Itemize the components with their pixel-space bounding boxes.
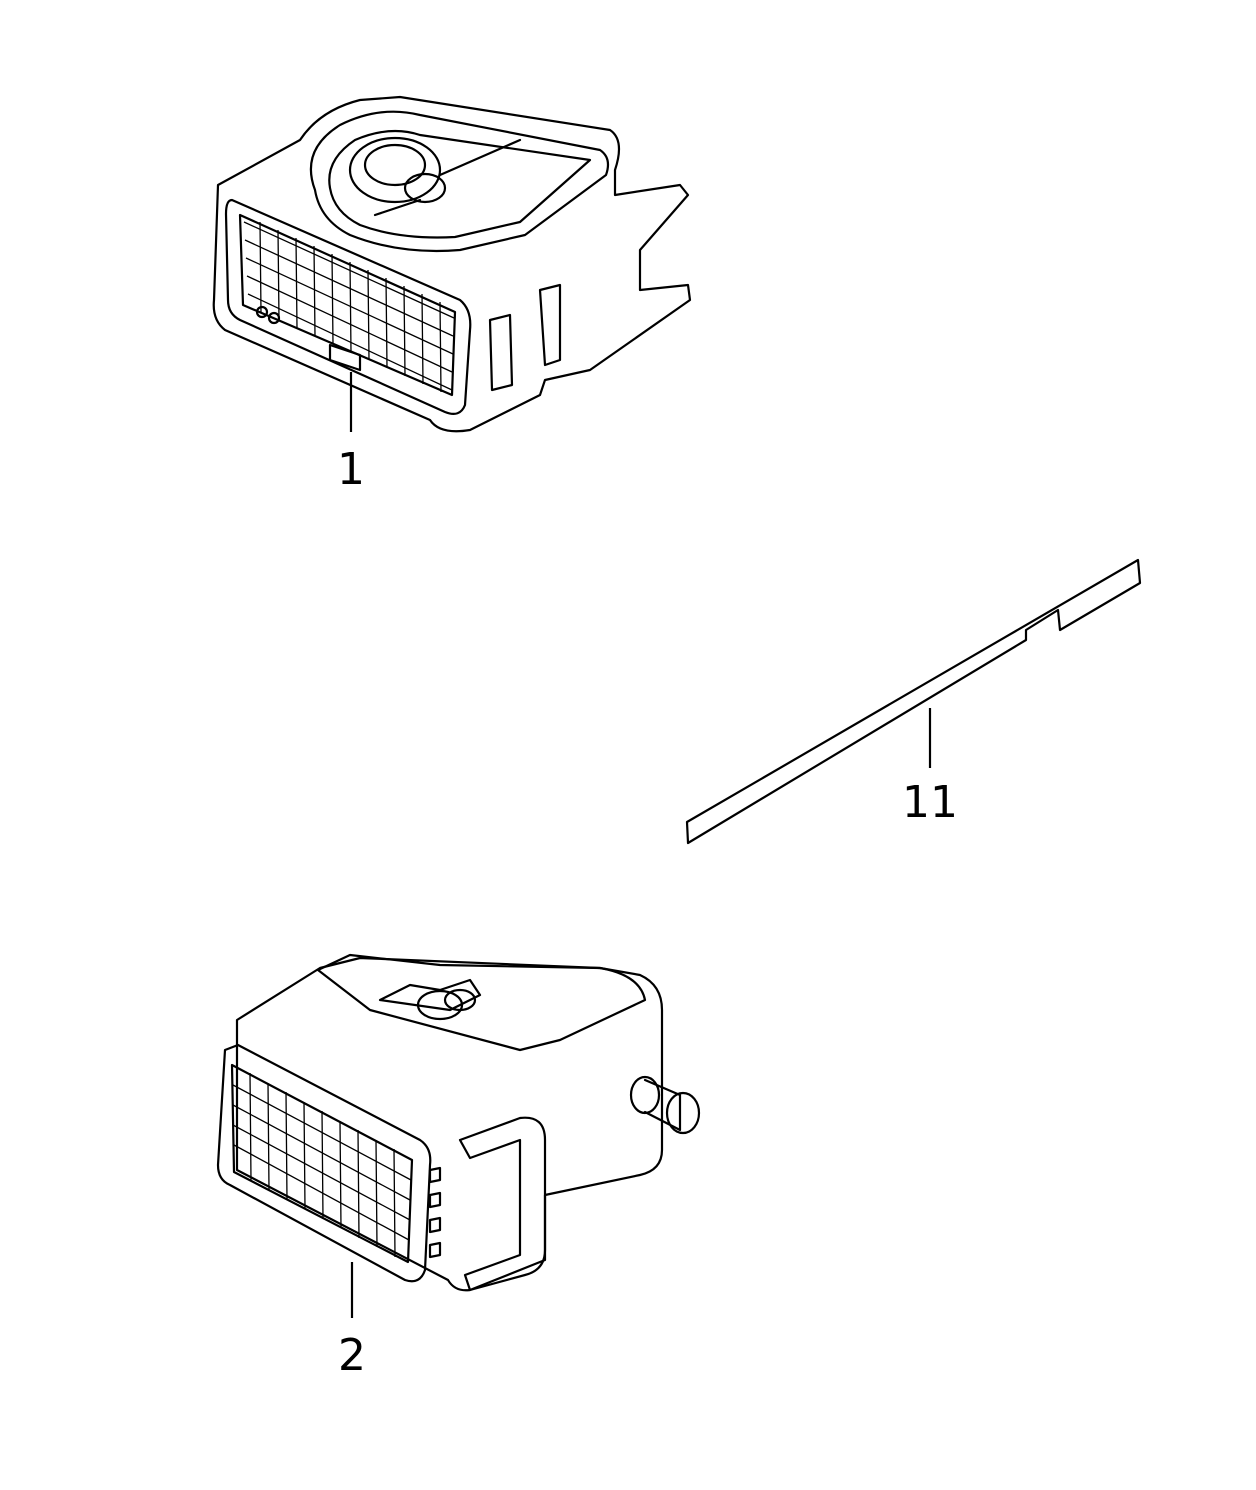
callout-part-11[interactable]: 11 bbox=[902, 777, 958, 828]
locking-knob-icon bbox=[348, 136, 522, 217]
callout-part-1[interactable]: 1 bbox=[337, 444, 365, 495]
side-plug-icon bbox=[629, 1075, 701, 1135]
connector-housing-part-1[interactable] bbox=[212, 95, 692, 433]
pin-grid-part-1 bbox=[243, 221, 455, 393]
connector-housing-part-2[interactable] bbox=[216, 953, 701, 1292]
callout-part-2[interactable]: 2 bbox=[338, 1330, 366, 1381]
pin-grid-part-2 bbox=[232, 1072, 412, 1258]
locking-knob-icon bbox=[416, 988, 477, 1021]
strip-part-11[interactable] bbox=[685, 558, 1142, 845]
